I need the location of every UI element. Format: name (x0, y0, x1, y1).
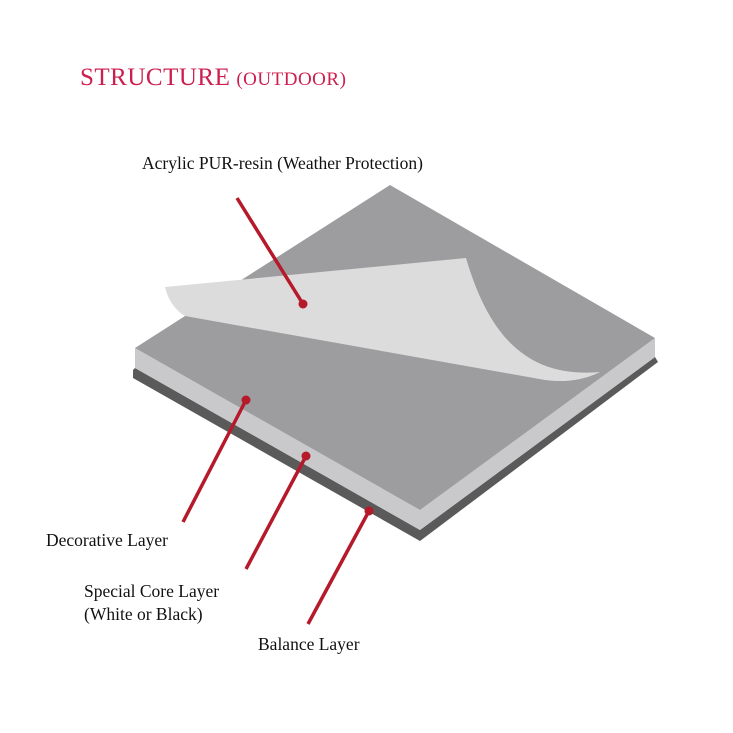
label-core-line1: Special Core Layer (84, 581, 220, 601)
acrylic-film (165, 258, 600, 382)
acrylic-pointer-dot (298, 299, 308, 309)
label-core-line2: (White or Black) (84, 604, 203, 624)
label-acrylic: Acrylic PUR-resin (Weather Protection) (142, 153, 423, 173)
balance-pointer-dot (364, 506, 374, 516)
decorative-pointer (181, 399, 248, 523)
core-pointer (244, 455, 308, 570)
acrylic-pointer (235, 197, 305, 305)
balance-pointer (306, 510, 371, 625)
title-sub: (OUTDOOR) (236, 69, 347, 90)
decorative-pointer-dot (241, 395, 251, 405)
title-main: STRUCTURE (80, 64, 231, 91)
page-title: STRUCTURE(OUTDOOR) (80, 64, 346, 92)
label-decorative: Decorative Layer (46, 530, 168, 550)
core-pointer-dot (301, 451, 311, 461)
label-balance: Balance Layer (258, 634, 360, 654)
